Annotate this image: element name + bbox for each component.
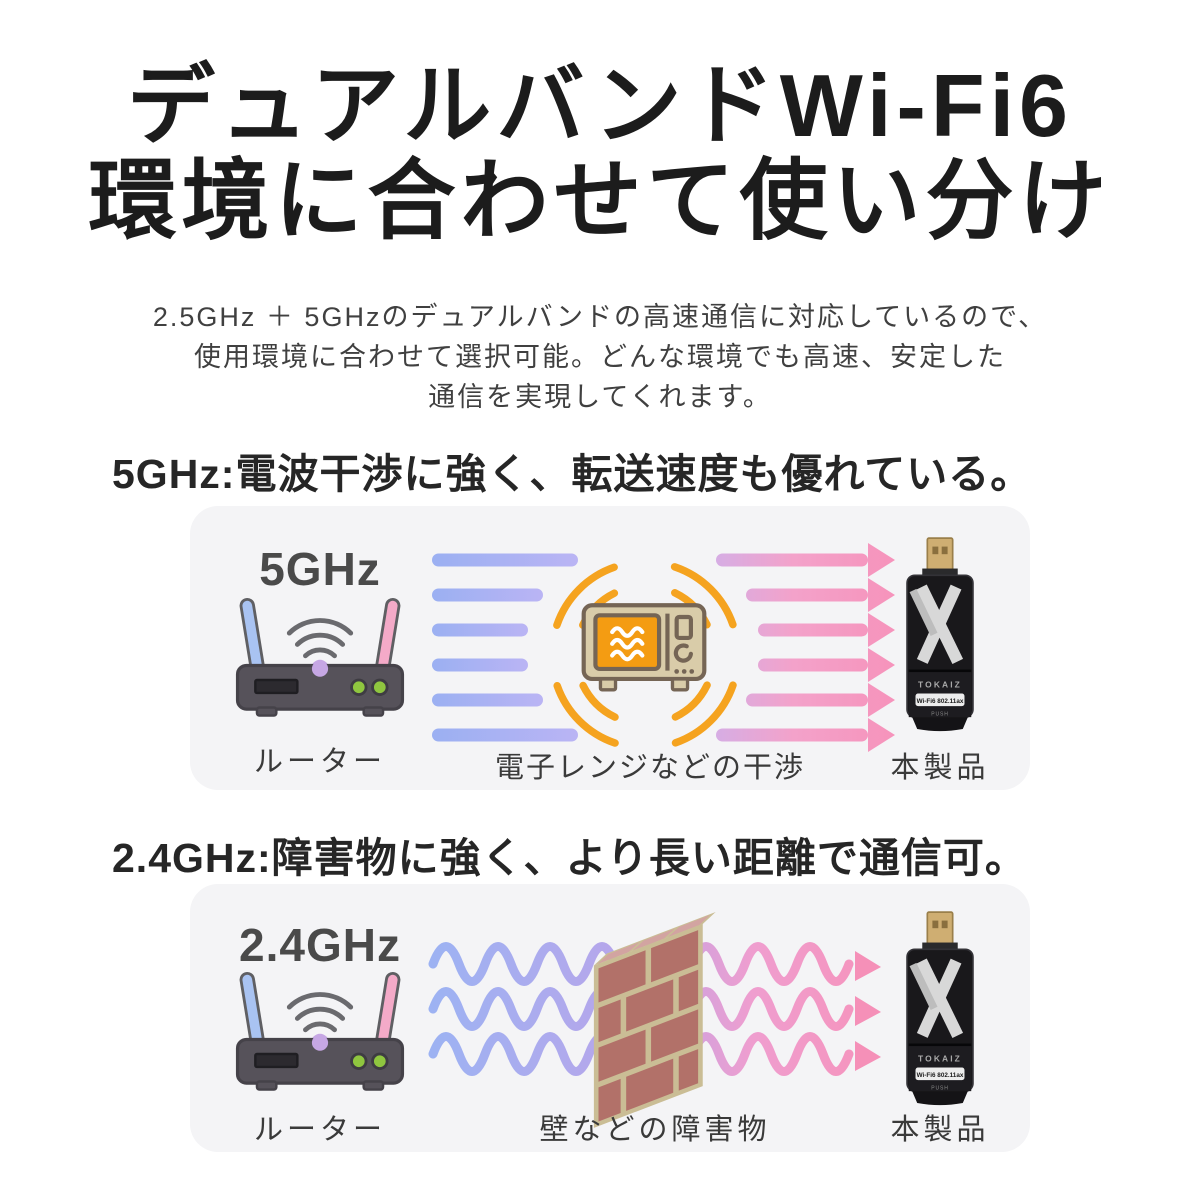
adapter-push-text: PUSH: [931, 711, 948, 717]
router-label: ルーター: [253, 1114, 386, 1146]
obstacle-label: 電子レンジなどの干渉: [495, 752, 806, 784]
band-label-5ghz: 5GHz: [259, 543, 381, 595]
intro-line1: 2.5GHz ＋ 5GHzのデュアルバンドの高速通信に対応しているので、: [152, 302, 1048, 332]
intro-paragraph: 2.5GHz ＋ 5GHzのデュアルバンドの高速通信に対応しているので、 使用環…: [0, 298, 1200, 418]
router-icon: [235, 597, 405, 717]
product-label: 本製品: [890, 1114, 990, 1146]
microwave-icon: [581, 603, 707, 692]
adapter-badge-text: Wi-Fi6 802.11ax: [917, 698, 964, 705]
adapter-badge-text: Wi-Fi6 802.11ax: [917, 1072, 964, 1079]
wifi-adapter-icon: TOKAIZ Wi-Fi6 802.11ax PUSH: [906, 911, 974, 1106]
intro-line3: 通信を実現してくれます。: [428, 381, 772, 412]
adapter-push-text: PUSH: [931, 1085, 948, 1091]
obstacle-label: 壁などの障害物: [539, 1114, 771, 1146]
router-icon: [235, 971, 405, 1091]
band-label-24ghz: 2.4GHz: [239, 919, 401, 971]
signal-arrows: [432, 543, 895, 752]
panel-5ghz: 5GHz ルーター: [190, 506, 1030, 790]
heading-24ghz: 2.4GHz:障害物に強く、より長い距離で通信可。: [112, 835, 1027, 881]
heading-5ghz: 5GHz:電波干渉に強く、転送速度も優れている。: [112, 451, 1033, 497]
page-title-line1: デュアルバンドWi-Fi6: [127, 56, 1073, 155]
brick-wall-icon: [593, 912, 716, 1128]
panel-24ghz: 2.4GHz ルーター: [190, 884, 1030, 1152]
page-title-line2: 環境に合わせて使い分け: [88, 151, 1112, 251]
wifi-adapter-icon: TOKAIZ Wi-Fi6 802.11ax PUSH: [906, 537, 974, 732]
intro-line2: 使用環境に合わせて選択可能。どんな環境でも高速、安定した: [194, 341, 1006, 372]
router-label: ルーター: [253, 746, 386, 778]
adapter-brand-text: TOKAIZ: [918, 1054, 962, 1064]
product-label: 本製品: [890, 752, 990, 784]
adapter-brand-text: TOKAIZ: [918, 680, 962, 690]
page-title: デュアルバンドWi-Fi6 環境に合わせて使い分け: [0, 58, 1200, 248]
